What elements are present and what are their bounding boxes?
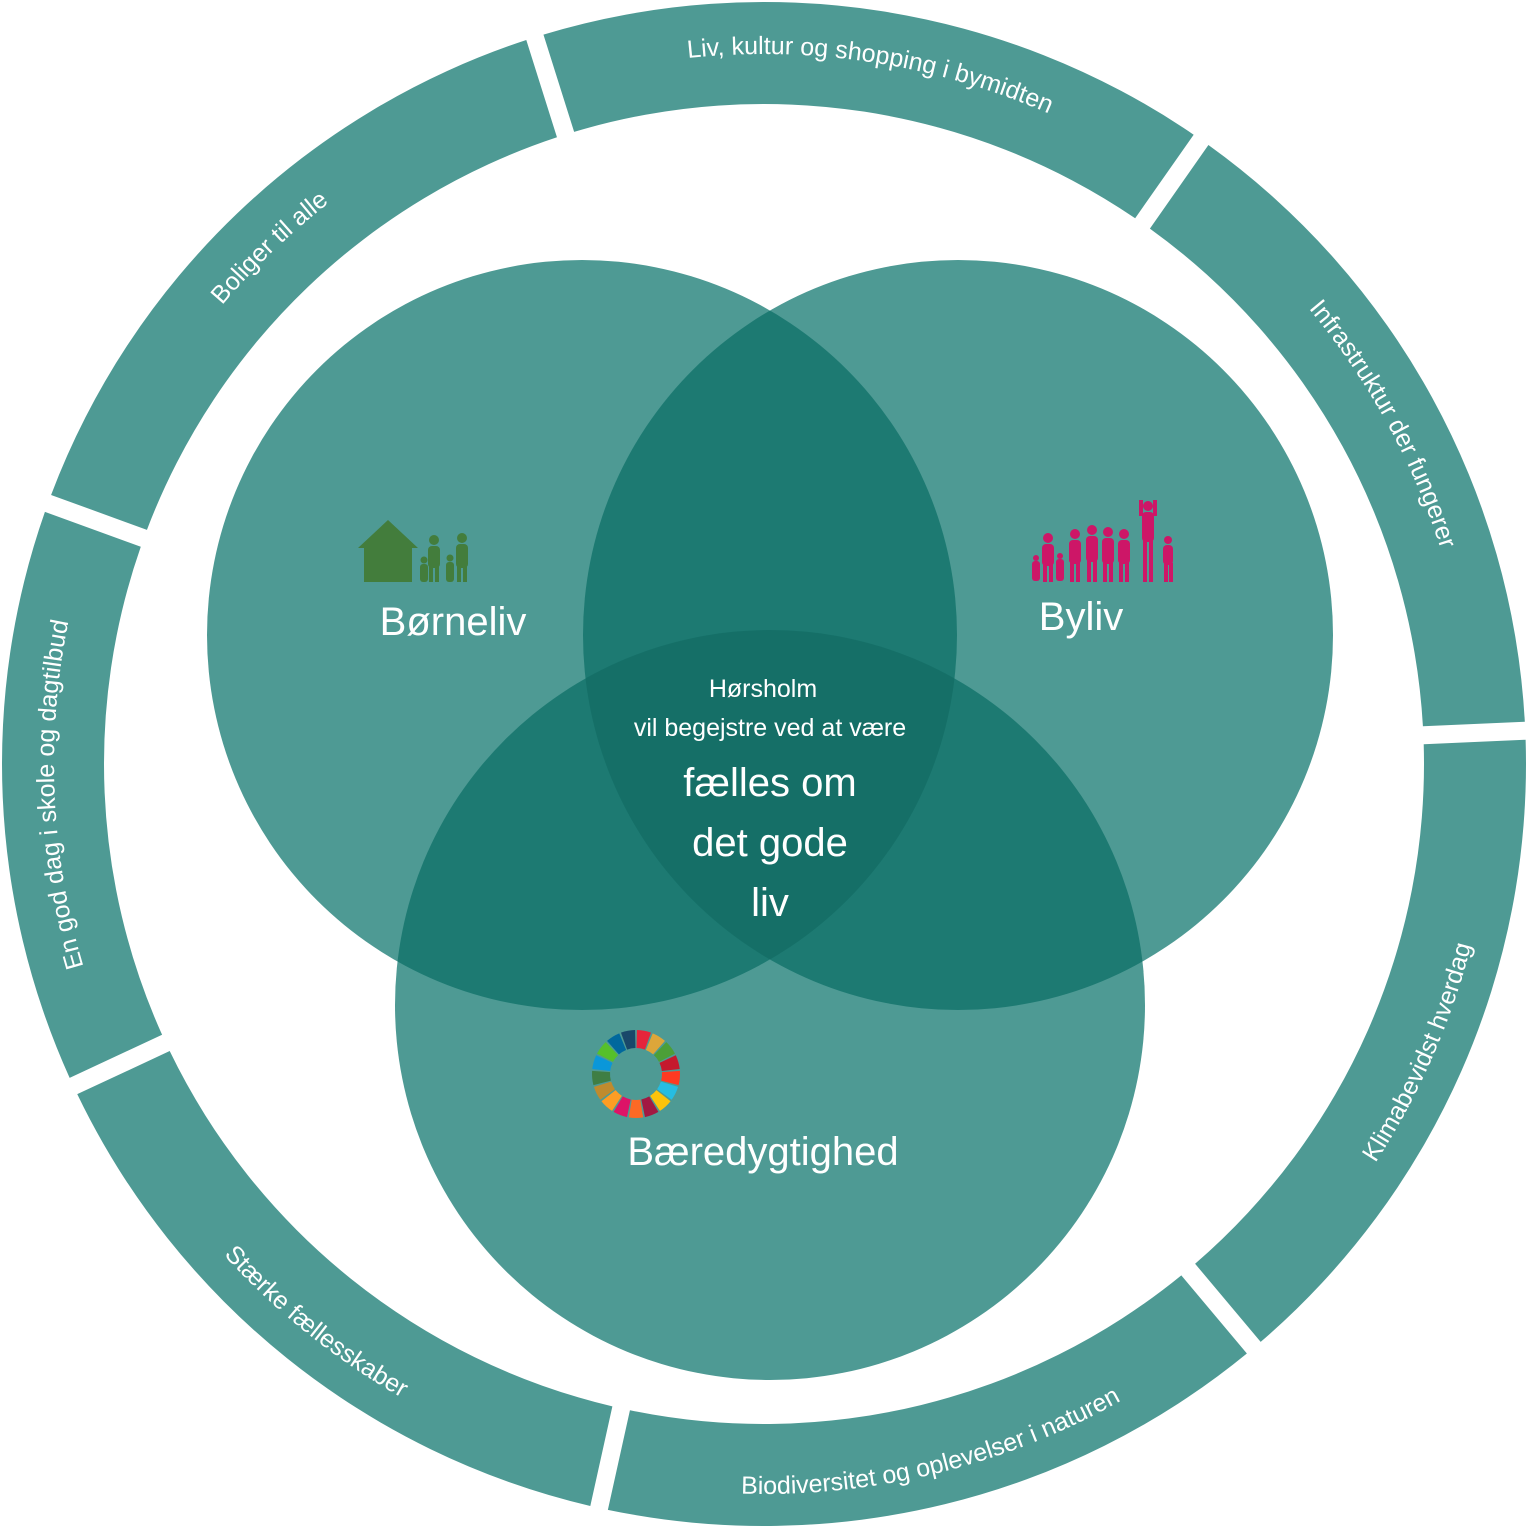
sdg-wheel-segment: [628, 1099, 644, 1118]
center-line-5: liv: [751, 881, 789, 925]
center-line-2: vil begejstre ved at være: [634, 714, 906, 742]
house-family-icon: [358, 520, 468, 582]
sdg-wheel-segment: [592, 1070, 611, 1086]
sdg-wheel-segment: [613, 1096, 631, 1118]
circle-title-baeredygtighed: Bæredygtighed: [627, 1130, 898, 1174]
ring-segment-klima: [1195, 739, 1526, 1342]
ring-segment-skole: [1, 511, 163, 1078]
center-line-4: det gode: [692, 821, 848, 865]
ring-segment-bymidten: [543, 1, 1194, 219]
sdg-wheel-segment: [597, 1042, 619, 1062]
ring-segment-biodiversitet: [607, 1275, 1247, 1526]
center-line-1: Hørsholm: [709, 675, 817, 703]
sdg-wheel-segment: [645, 1033, 665, 1055]
people-crowd-icon: [1032, 500, 1173, 582]
center-line-3: fælles om: [683, 761, 856, 805]
circle-title-borneliv: Børneliv: [380, 600, 527, 644]
ring-segment-boliger: [51, 40, 557, 530]
sdg-wheel-segment: [659, 1055, 680, 1072]
sdg-wheel-segment: [601, 1090, 622, 1111]
ring-segment-infrastruktur: [1149, 145, 1525, 727]
sdg-wheel-segment: [653, 1042, 675, 1062]
sdg-wheel-segment: [620, 1030, 636, 1050]
sdg-wheel-segment: [592, 1055, 613, 1072]
sdg-wheel-segment: [593, 1081, 615, 1100]
sdg-wheel-segment: [636, 1030, 652, 1050]
sdg-wheel-segment: [607, 1033, 627, 1055]
sdg-wheel-segment: [641, 1096, 659, 1118]
sdg-wheel-segment: [650, 1090, 671, 1111]
venn: [207, 260, 1333, 1380]
sdg-wheel-segment: [661, 1070, 680, 1086]
center-statement: Hørsholm vil begejstre ved at være fælle…: [634, 675, 906, 925]
ring-segment-faellesskaber: [77, 1051, 613, 1506]
sdg-wheel-segment: [657, 1081, 679, 1100]
sdg-wheel-icon: [592, 1030, 680, 1118]
circle-title-byliv: Byliv: [1039, 595, 1123, 639]
